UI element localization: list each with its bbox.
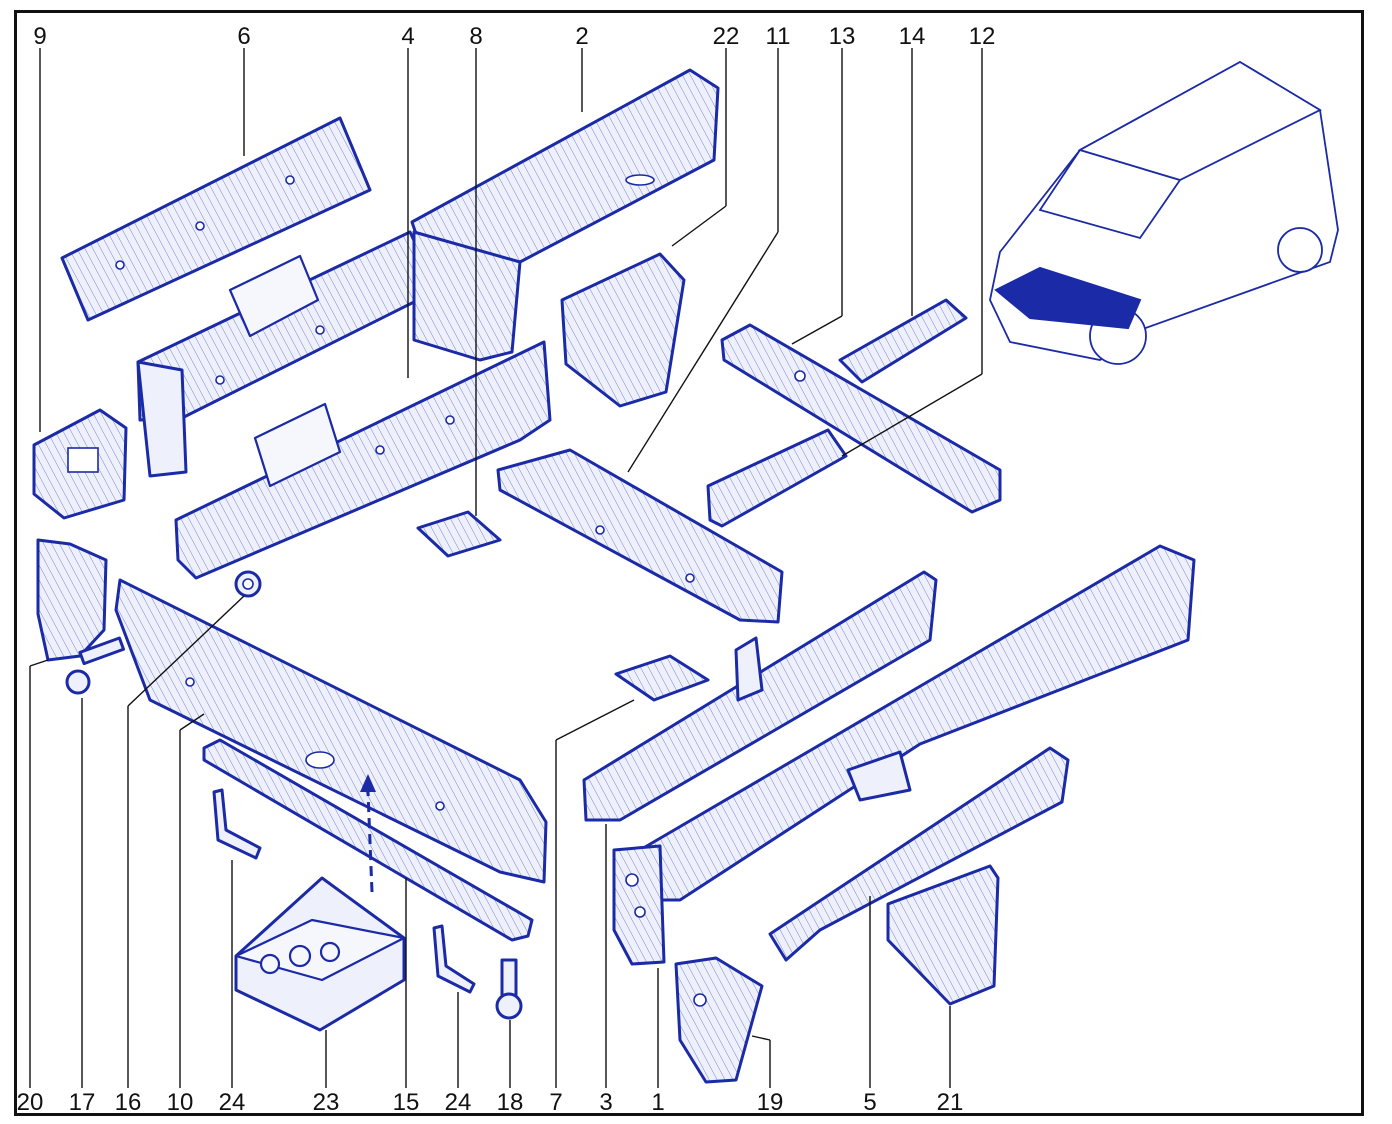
callout-9: 9: [33, 23, 46, 50]
diagram-frame: [14, 10, 1364, 1116]
part-23-fastener-box: [234, 876, 406, 1032]
part-4-upper-member: [136, 230, 426, 478]
callout-18: 18: [497, 1089, 524, 1116]
part-14-bar: [838, 298, 968, 384]
callouts-bottom: 20 17 16 10 24 23 15 24 18 7 3 1 19 5 21: [17, 1089, 964, 1116]
callout-17: 17: [69, 1089, 96, 1116]
part-1-rail: [612, 544, 1196, 966]
callout-6: 6: [237, 23, 250, 50]
callout-5: 5: [863, 1089, 876, 1116]
callout-15: 15: [393, 1089, 420, 1116]
part-9-bracket: [32, 408, 128, 520]
callout-1: 1: [651, 1089, 664, 1116]
callout-23: 23: [313, 1089, 340, 1116]
callout-4: 4: [401, 23, 414, 50]
part-12-bar: [706, 428, 848, 528]
part-2-member: [410, 68, 720, 362]
callout-7: 7: [549, 1089, 562, 1116]
part-19-bracket: [674, 956, 764, 1084]
callout-2: 2: [575, 23, 588, 50]
part-3-rail: [582, 570, 938, 822]
callout-16: 16: [115, 1089, 142, 1116]
callout-11: 11: [766, 23, 791, 50]
callout-3: 3: [599, 1089, 612, 1116]
callouts-top: 9 6 4 8 2 22 11 13 14 12: [33, 23, 995, 50]
leader-lines: [29, 48, 983, 1088]
part-15-bar: [202, 738, 534, 942]
callout-12: 12: [969, 23, 996, 50]
part-13-crossmember: [720, 323, 1002, 514]
part-11-crossmember: [496, 448, 784, 624]
callout-20: 20: [17, 1089, 44, 1116]
part-24-clip-left: [212, 788, 262, 860]
part-4-lower-member: [174, 340, 552, 580]
callout-8: 8: [469, 23, 482, 50]
part-18-bolt: [495, 958, 523, 1020]
part-20-bracket: [36, 538, 108, 662]
callout-24-left: 24: [219, 1089, 246, 1116]
callout-22: 22: [713, 23, 740, 50]
assembly-arrow: [360, 774, 376, 893]
callout-21: 21: [937, 1089, 964, 1116]
callout-10: 10: [167, 1089, 194, 1116]
part-6-rail: [60, 116, 372, 322]
part-8-plate: [416, 510, 502, 558]
callout-24-right: 24: [445, 1089, 472, 1116]
part-10-beam: [114, 578, 548, 884]
van-location-illustration: [989, 60, 1339, 365]
callout-19: 19: [757, 1089, 784, 1116]
callout-14: 14: [899, 23, 926, 50]
part-21-bracket: [886, 864, 1000, 1006]
part-7-plate: [614, 654, 710, 702]
callout-13: 13: [829, 23, 856, 50]
part-22-bracket: [560, 252, 686, 408]
part-5-rail: [768, 746, 1070, 962]
part-24-clip-right: [432, 924, 476, 994]
part-16-nut: [234, 570, 262, 598]
part-17-bolt: [65, 636, 126, 695]
